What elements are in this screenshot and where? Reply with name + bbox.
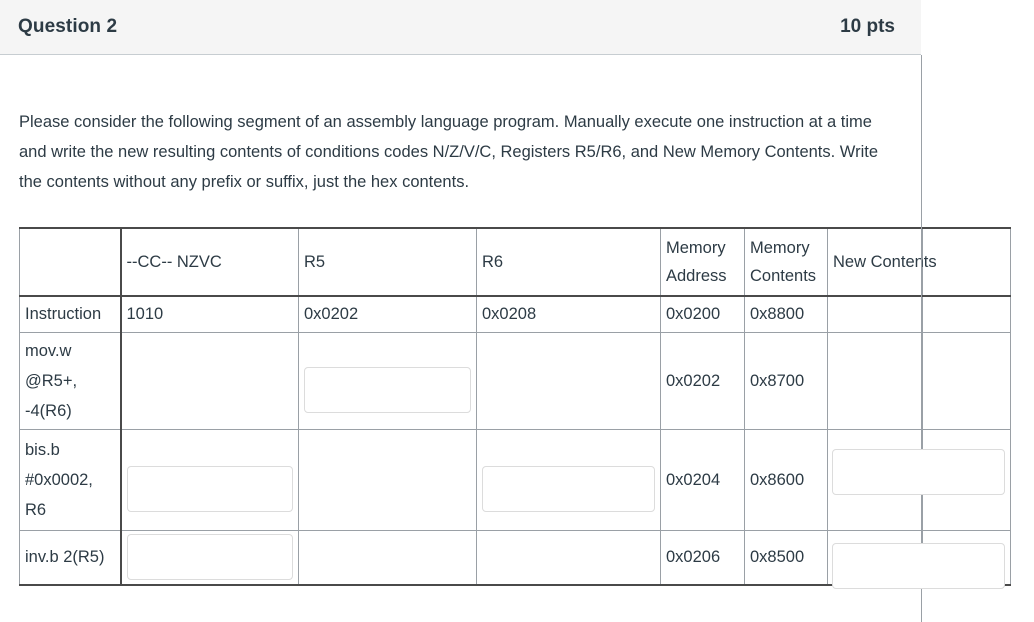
cell-new-contents xyxy=(827,428,1005,531)
cc-answer-input[interactable] xyxy=(126,466,293,512)
cell-memory-address: 0x0202 xyxy=(660,331,745,430)
header-cell-r5: R5 xyxy=(298,227,477,297)
memory-address-line-1: Memory xyxy=(666,239,726,257)
instruction-line: -4(R6) xyxy=(25,401,72,420)
instruction-line: inv.b 2(R5) xyxy=(25,548,105,567)
header-cell-new-contents: New Contents xyxy=(827,227,937,297)
cell-cc xyxy=(120,428,299,531)
instruction-line: bis.b xyxy=(25,440,60,459)
cell-instruction: mov.w @R5+, -4(R6) xyxy=(19,331,122,430)
instruction-line: @R5+, xyxy=(25,371,78,390)
cell-new-contents-spacer xyxy=(922,331,1011,430)
question-title: Question 2 xyxy=(18,16,118,37)
table-row: mov.w @R5+, -4(R6) 0x0202 0x8700 xyxy=(19,331,1011,430)
cc-answer-slot xyxy=(126,534,293,581)
cell-r6: 0x0208 xyxy=(476,295,661,333)
header-cell-new-contents-spacer xyxy=(922,227,1011,297)
cc-answer-slot xyxy=(126,447,293,512)
new-contents-answer-input[interactable] xyxy=(832,542,1005,589)
cell-memory-contents: 0x8800 xyxy=(744,295,828,333)
cell-r5 xyxy=(298,331,477,430)
instruction-line: R6 xyxy=(25,500,47,519)
cell-instruction: Instruction xyxy=(19,295,122,333)
cell-cc xyxy=(120,529,299,586)
cell-r5: 0x0202 xyxy=(298,295,477,333)
question-prompt: Please consider the following segment of… xyxy=(19,112,878,191)
cell-r6 xyxy=(476,331,661,430)
memory-address-line-2: Address xyxy=(666,267,727,285)
table-row: inv.b 2(R5) 0x0206 0x8500 xyxy=(19,529,1011,589)
cell-memory-contents: 0x8700 xyxy=(744,331,828,430)
cell-memory-contents: 0x8500 xyxy=(744,529,828,586)
new-contents-answer-input[interactable] xyxy=(832,448,1005,495)
cell-cc xyxy=(120,331,299,430)
memory-contents-line-2: Contents xyxy=(750,267,817,285)
cell-memory-contents: 0x8600 xyxy=(744,428,828,531)
header-cell-r6: R6 xyxy=(476,227,661,297)
cell-memory-address: 0x0200 xyxy=(660,295,745,333)
cell-new-contents-spacer xyxy=(922,295,1011,333)
memory-contents-line-1: Memory xyxy=(750,239,810,257)
r5-answer-slot xyxy=(304,348,471,413)
cell-memory-address: 0x0204 xyxy=(660,428,745,531)
question-header: Question 2 10 pts xyxy=(0,0,921,55)
execution-trace-table: --CC-- NZVC R5 R6 Memory Address Memory … xyxy=(19,227,1011,589)
header-cell-memory-address: Memory Address xyxy=(660,227,745,297)
cell-r5 xyxy=(298,529,477,586)
r6-answer-slot xyxy=(482,447,655,512)
cell-instruction: inv.b 2(R5) xyxy=(19,529,122,586)
table-row: Instruction 1010 0x0202 0x0208 0x0200 0x… xyxy=(19,295,1011,333)
r5-answer-input[interactable] xyxy=(304,367,471,413)
cell-r6 xyxy=(476,529,661,586)
page-edge-divider xyxy=(921,55,922,622)
cell-r6 xyxy=(476,428,661,531)
header-cell-cc: --CC-- NZVC xyxy=(120,227,299,297)
cell-r5 xyxy=(298,428,477,531)
header-cell-instruction xyxy=(19,227,122,297)
cc-answer-input[interactable] xyxy=(126,534,293,581)
table-row: bis.b #0x0002, R6 0x0204 0x8600 xyxy=(19,428,1011,531)
cell-instruction: bis.b #0x0002, R6 xyxy=(19,428,122,531)
question-points: 10 pts xyxy=(840,16,895,37)
instruction-line: #0x0002, xyxy=(25,470,93,489)
cell-new-contents xyxy=(827,529,1005,589)
cell-new-contents xyxy=(827,331,923,430)
cell-cc: 1010 xyxy=(120,295,299,333)
table-header-row: --CC-- NZVC R5 R6 Memory Address Memory … xyxy=(19,227,1011,297)
cell-new-contents xyxy=(827,295,923,333)
header-cell-memory-contents: Memory Contents xyxy=(744,227,828,297)
instruction-line: mov.w xyxy=(25,341,72,360)
r6-answer-input[interactable] xyxy=(482,466,655,512)
cell-memory-address: 0x0206 xyxy=(660,529,745,586)
